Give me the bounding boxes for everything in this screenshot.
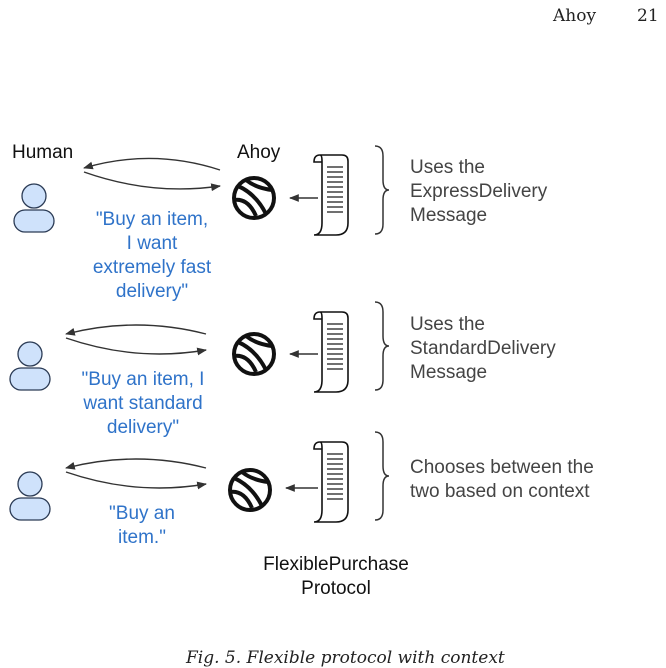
protocol-scroll-icon (313, 311, 349, 393)
protocol-label: FlexiblePurchase Protocol (263, 554, 409, 599)
row-1-note: Uses the ExpressDelivery Message (410, 157, 548, 226)
human-icon (9, 471, 51, 521)
row-1-graphics (13, 145, 390, 236)
ahoy-label: Ahoy (237, 142, 281, 163)
row-3-graphics (9, 431, 390, 523)
ahoy-basketball-icon (228, 468, 272, 512)
protocol-scroll-icon (313, 441, 349, 523)
note-brace (374, 431, 390, 521)
row-2-graphics (9, 301, 390, 393)
figure-caption: Fig. 5. Flexible protocol with context (186, 648, 505, 668)
ahoy-basketball-icon (232, 176, 276, 220)
row-1-quote: "Buy an item, I want extremely fast deli… (92, 209, 212, 302)
response-arrow (65, 337, 207, 356)
request-arrow (83, 157, 221, 171)
response-arrow (83, 171, 221, 192)
request-arrow (65, 458, 207, 470)
row-3-note: Chooses between the two based on context (410, 457, 594, 502)
response-arrow (65, 471, 207, 490)
page-number: 21 (637, 6, 659, 26)
human-icon (13, 183, 55, 233)
row-2-note: Uses the StandardDelivery Message (410, 314, 556, 383)
note-brace (374, 301, 390, 391)
note-brace (374, 145, 390, 235)
row-3-quote: "Buy an item." (109, 503, 175, 548)
running-header-title: Ahoy (553, 6, 597, 26)
human-label: Human (12, 142, 74, 163)
ahoy-basketball-icon (232, 332, 276, 376)
row-2-quote: "Buy an item, I want standard delivery" (81, 369, 205, 438)
human-icon (9, 341, 51, 391)
request-arrow (65, 324, 207, 336)
protocol-scroll-icon (313, 154, 349, 236)
